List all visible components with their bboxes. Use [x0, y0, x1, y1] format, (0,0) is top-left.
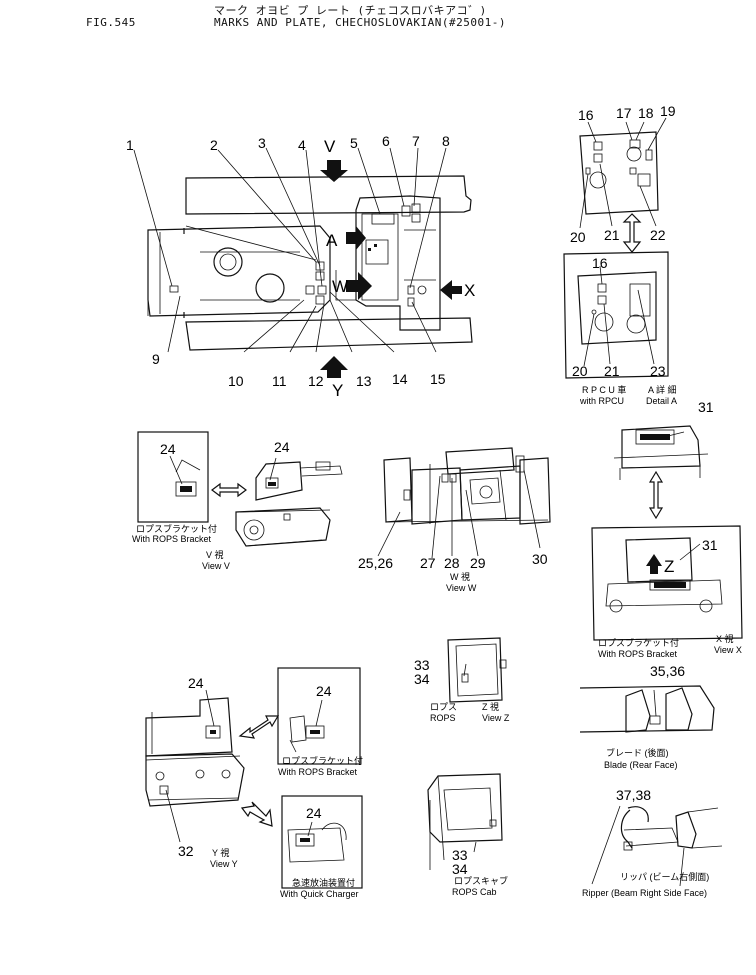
- callout-29: 29: [470, 555, 486, 571]
- callout-12: 12: [308, 373, 324, 389]
- callout-30: 30: [532, 551, 548, 567]
- caption-rops-bracket-y-en: With ROPS Bracket: [278, 767, 358, 777]
- caption-view-w-en: View W: [446, 583, 477, 593]
- view-arrow-a-label: A: [326, 231, 338, 250]
- caption-view-z-en: View Z: [482, 713, 510, 723]
- caption-quick-charger-jp: 急速放油装置付: [292, 877, 355, 888]
- view-arrow-y-label: Y: [332, 381, 343, 400]
- caption-ripper-jp: リッパ (ビーム右側面): [620, 871, 709, 882]
- caption-rops-en: ROPS: [430, 713, 456, 723]
- caption-view-y-jp: Y 視: [212, 847, 229, 858]
- caption-rops-bracket-x-jp: ロプスブラケット付: [598, 637, 679, 648]
- caption-view-w-jp: W 視: [450, 571, 470, 582]
- callout-17: 17: [616, 105, 632, 121]
- main-top-view: [133, 147, 473, 378]
- caption-quick-charger-en: With Quick Charger: [280, 889, 359, 899]
- callout-32: 32: [178, 843, 194, 859]
- callout-11: 11: [272, 373, 287, 389]
- callout-10: 10: [228, 373, 244, 389]
- callout-19: 19: [660, 103, 676, 119]
- callout-9: 9: [152, 351, 160, 367]
- callout-33-cab: 33: [452, 847, 468, 863]
- view-arrow-v-label: V: [324, 137, 336, 156]
- callout-24-y-bracket: 24: [316, 683, 332, 699]
- callout-3: 3: [258, 135, 266, 151]
- caption-rops-jp: ロプス: [430, 702, 457, 712]
- callout-24-y-charger: 24: [306, 805, 322, 821]
- callout-8: 8: [442, 133, 450, 149]
- callout-20-detail: 20: [572, 363, 588, 379]
- caption-rops-cab-en: ROPS Cab: [452, 887, 497, 897]
- callout-33-z: 33: [414, 657, 430, 673]
- detail-a-panel: [563, 117, 669, 379]
- caption-rpcu-jp: R P C U 車: [582, 384, 626, 395]
- caption-rops-bracket-y-jp: ロプスブラケット付: [282, 755, 363, 766]
- callout-1: 1: [126, 137, 134, 153]
- blade-panel: [579, 685, 715, 733]
- callout-5: 5: [350, 135, 358, 151]
- callout-23: 23: [650, 363, 666, 379]
- caption-rops-bracket-v-jp: ロプスブラケット付: [136, 523, 217, 534]
- callout-24-v-machine: 24: [274, 439, 290, 455]
- callout-24-v-bracket: 24: [160, 441, 176, 457]
- callout-31-x-detail: 31: [702, 537, 718, 553]
- callout-27: 27: [420, 555, 436, 571]
- caption-detail-a-en: Detail A: [646, 396, 677, 406]
- caption-view-x-en: View X: [714, 645, 742, 655]
- caption-view-y-en: View Y: [210, 859, 238, 869]
- callout-4: 4: [298, 137, 306, 153]
- caption-ripper-en: Ripper (Beam Right Side Face): [582, 888, 707, 898]
- caption-blade-jp: ブレード (後面): [606, 747, 669, 758]
- callout-22: 22: [650, 227, 666, 243]
- callout-24-y-machine: 24: [188, 675, 204, 691]
- callout-21-top: 21: [604, 227, 620, 243]
- callout-25-26: 25,26: [358, 555, 393, 571]
- callout-16-detail: 16: [592, 255, 608, 271]
- caption-rops-cab-jp: ロプスキャブ: [454, 875, 508, 886]
- view-w-panel: [377, 447, 551, 559]
- caption-detail-a-jp: A 詳 細: [648, 384, 677, 395]
- caption-rops-bracket-v-en: With ROPS Bracket: [132, 534, 212, 544]
- callout-13: 13: [356, 373, 372, 389]
- callout-6: 6: [382, 133, 390, 149]
- callout-16-top: 16: [578, 107, 594, 123]
- callout-37-38: 37,38: [616, 787, 651, 803]
- callout-18: 18: [638, 105, 654, 121]
- view-z-panel: [447, 637, 507, 703]
- caption-rops-bracket-x-en: With ROPS Bracket: [598, 649, 678, 659]
- callout-7: 7: [412, 133, 420, 149]
- view-v-panel: [137, 431, 343, 547]
- callout-28: 28: [444, 555, 460, 571]
- callout-15: 15: [430, 371, 446, 387]
- callout-21-detail: 21: [604, 363, 620, 379]
- caption-view-v-en: View V: [202, 561, 230, 571]
- title-japanese: マーク オヨビ プ レート (チェコスロバキアコ゛): [214, 4, 487, 17]
- caption-view-v-jp: V 視: [206, 549, 224, 560]
- figure-number: FIG.545: [86, 16, 136, 29]
- view-y-panel: [145, 667, 363, 889]
- callout-14: 14: [392, 371, 408, 387]
- rops-cab-panel: [427, 773, 503, 870]
- view-x-panel: [591, 425, 743, 641]
- caption-blade-en: Blade (Rear Face): [604, 760, 678, 770]
- callout-31-x-top: 31: [698, 399, 714, 415]
- view-arrow-z-label: Z: [664, 557, 674, 576]
- view-arrow-w-label: W: [332, 277, 348, 296]
- callout-20-top: 20: [570, 229, 586, 245]
- caption-rpcu-en: with RPCU: [579, 396, 624, 406]
- caption-view-x-jp: X 視: [716, 633, 734, 644]
- callout-35-36: 35,36: [650, 663, 685, 679]
- title-english: MARKS AND PLATE, CHECHOSLOVAKIAN(#25001-…: [214, 16, 507, 29]
- callout-34-cab: 34: [452, 861, 468, 877]
- ripper-panel: [591, 805, 723, 887]
- caption-view-z-jp: Z 視: [482, 701, 499, 712]
- view-arrow-x-label: X: [464, 281, 475, 300]
- callout-2: 2: [210, 137, 218, 153]
- callout-34-z: 34: [414, 671, 430, 687]
